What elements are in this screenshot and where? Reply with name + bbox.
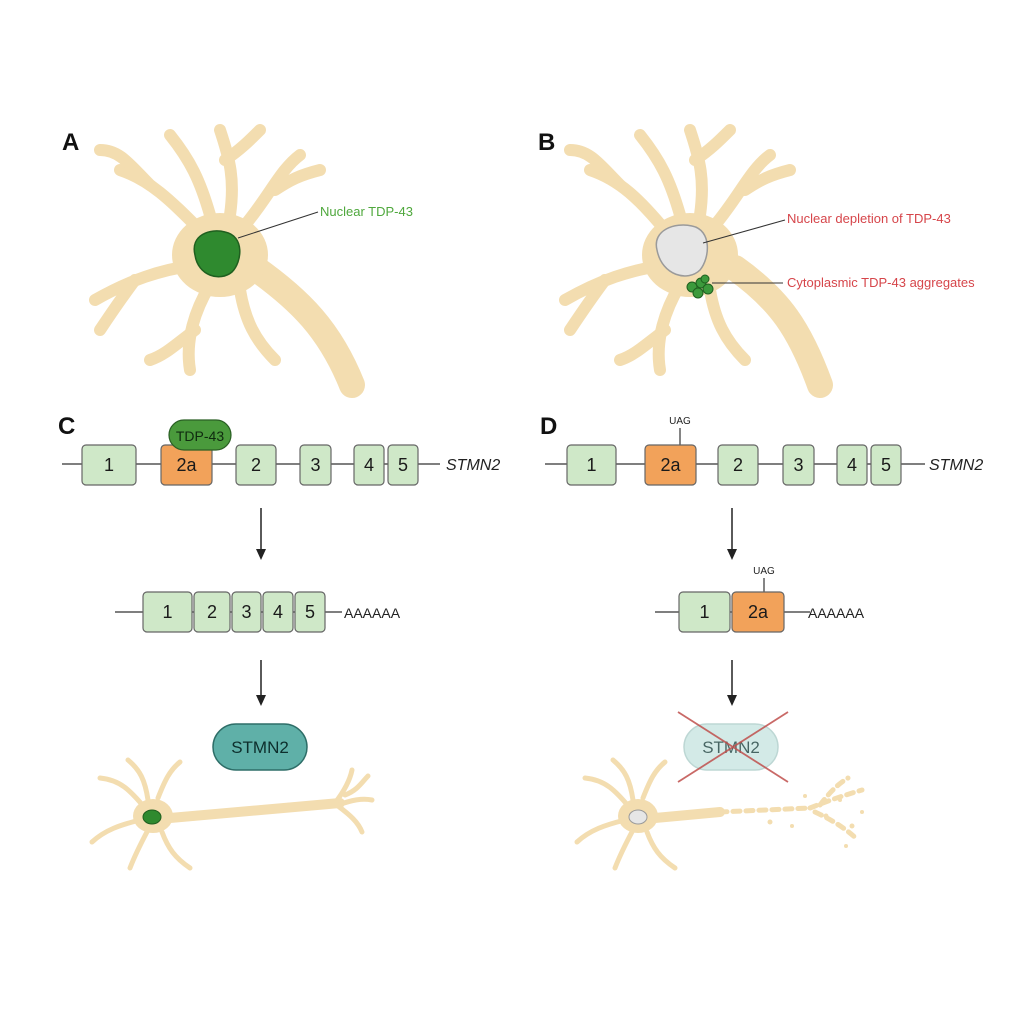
axon-fragments — [767, 794, 864, 848]
nucleus-depleted — [655, 224, 709, 277]
panel-b: B — [538, 124, 975, 398]
mrna-exon-3 — [231, 591, 262, 633]
exon-2-label: 2 — [251, 455, 261, 475]
mrna-exon-1-label: 1 — [162, 602, 172, 622]
exon-2a — [644, 444, 697, 486]
callout-nuclear-tdp43: Nuclear TDP-43 — [320, 204, 413, 219]
mrna-exon-2 — [193, 591, 231, 633]
exon-1-label: 1 — [104, 455, 114, 475]
mrna-exon-3-label: 3 — [241, 602, 251, 622]
exon-1 — [566, 444, 617, 486]
exon-3-label: 3 — [310, 455, 320, 475]
stop-codon-gene: UAG — [669, 416, 691, 427]
exon-3 — [782, 444, 815, 486]
panel-d: D UAG 1 2a 2 3 4 5 STMN2 UAG 1 2a AAAA — [540, 413, 983, 871]
mrna-exon-4-label: 4 — [273, 602, 283, 622]
panel-a: A Nuclear TDP-43 — [62, 124, 413, 398]
exon-4-label: 4 — [847, 455, 857, 475]
tdp43-aggregates — [686, 274, 714, 299]
exon-1-label: 1 — [586, 455, 596, 475]
exon-3-label: 3 — [793, 455, 803, 475]
panel-c-letter: C — [58, 413, 75, 440]
mrna-exon-2a-label: 2a — [748, 602, 769, 622]
exon-4-label: 4 — [364, 455, 374, 475]
exon-5-label: 5 — [881, 455, 891, 475]
cross-icon — [677, 711, 789, 783]
stmn2-protein-d — [683, 723, 779, 771]
arrow-down-icon — [727, 660, 737, 706]
neuron-icon — [574, 757, 865, 871]
exon-4 — [353, 444, 385, 486]
arrow-down-icon — [727, 508, 737, 560]
tdp43-bound-protein — [168, 419, 232, 451]
exon-2a-label: 2a — [176, 455, 197, 475]
neuron-icon — [89, 757, 375, 871]
mrna-exon-5 — [294, 591, 326, 633]
tdp43-bound-label: TDP-43 — [176, 428, 224, 444]
exon-3 — [299, 444, 332, 486]
callout-line-b1 — [702, 219, 786, 244]
stmn2-protein-c — [212, 723, 308, 771]
mrna-exon-2a — [731, 591, 785, 633]
panel-b-letter: B — [538, 129, 555, 156]
callout-cytoplasmic-aggregates: Cytoplasmic TDP-43 aggregates — [787, 275, 975, 290]
callout-nuclear-depletion: Nuclear depletion of TDP-43 — [787, 211, 951, 226]
mrna-exon-1 — [678, 591, 731, 633]
panel-c: C 1 2a 2 3 4 5 STMN2 TDP-43 1 2 3 4 — [58, 413, 500, 871]
callout-line-a — [237, 211, 319, 239]
exon-5 — [387, 444, 419, 486]
exon-4 — [836, 444, 868, 486]
exon-2-label: 2 — [733, 455, 743, 475]
exon-1 — [81, 444, 137, 486]
exon-5 — [870, 444, 902, 486]
panel-a-letter: A — [62, 129, 79, 156]
mrna-exon-5-label: 5 — [305, 602, 315, 622]
nucleus-tdp43 — [193, 230, 241, 278]
mrna-exon-2-label: 2 — [207, 602, 217, 622]
arrow-down-icon — [256, 660, 266, 706]
nucleus-depleted-small — [628, 809, 648, 825]
nucleus-tdp43-small — [142, 809, 162, 825]
exon-5-label: 5 — [398, 455, 408, 475]
stmn2-protein-label-c: STMN2 — [231, 738, 289, 757]
polya-tail-c: AAAAAA — [344, 605, 401, 621]
exon-2 — [235, 444, 277, 486]
mrna-exon-1-label: 1 — [699, 602, 709, 622]
polya-tail-d: AAAAAA — [808, 605, 865, 621]
gene-name-d: STMN2 — [929, 457, 983, 474]
exon-2 — [717, 444, 759, 486]
panel-d-letter: D — [540, 413, 557, 440]
arrow-down-icon — [256, 508, 266, 560]
exon-2a-label: 2a — [660, 455, 681, 475]
gene-name-c: STMN2 — [446, 457, 500, 474]
mrna-exon-4 — [262, 591, 294, 633]
mrna-exon-1 — [142, 591, 193, 633]
stop-codon-mrna: UAG — [753, 566, 775, 577]
